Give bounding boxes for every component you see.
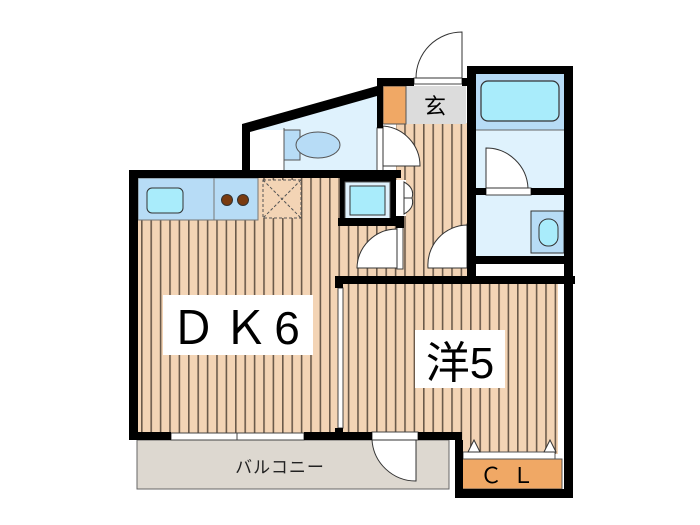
closet [461,458,563,490]
entrance-label: 玄 [423,94,446,119]
stove-burner-icon [237,194,249,206]
storage-door[interactable] [396,180,414,216]
stove-burner-icon [221,194,233,206]
entrance-floor [406,86,466,124]
balcony-label: バルコニー [235,457,325,477]
dk-sliding-window[interactable] [170,432,305,441]
toilet-icon [283,129,341,161]
walls [129,66,575,498]
fridge-space [262,179,302,219]
closet-label: ＣＬ [479,463,544,488]
balcony-door[interactable] [371,431,419,482]
shoe-box [382,85,407,125]
western-room-label: 洋5 [415,330,505,388]
partition-sliding-door[interactable] [337,287,344,429]
washbasin-icon [530,210,565,254]
bathtub-icon [480,80,560,122]
sink-icon [146,187,184,214]
dk-room-label: ＤＫ6 [163,295,313,355]
entrance-door[interactable] [413,31,463,85]
dk-door[interactable] [356,226,404,270]
